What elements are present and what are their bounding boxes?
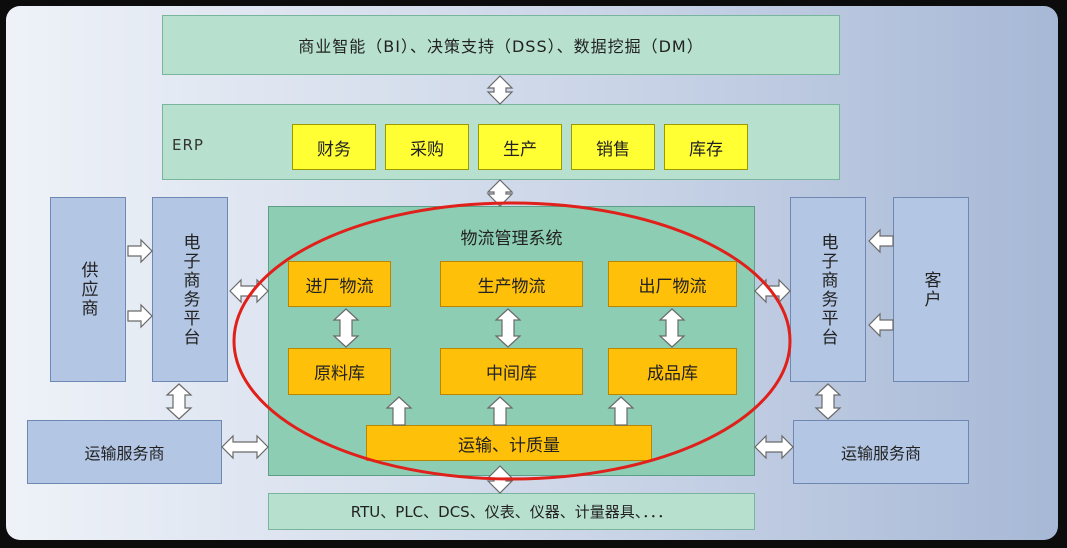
right-ecommerce-platform: 电子商务平台 (790, 197, 866, 382)
erp-module-finance: 财务 (292, 124, 376, 170)
supplier-box: 供应商 (50, 197, 126, 382)
erp-module-inventory: 库存 (664, 124, 748, 170)
production-logistics: 生产物流 (440, 261, 583, 307)
field-devices-bar: RTU、PLC、DCS、仪表、仪器、计量器具、．．． (268, 493, 755, 530)
inbound-logistics: 进厂物流 (288, 261, 391, 307)
erp-module-purchasing: 采购 (385, 124, 469, 170)
outbound-logistics: 出厂物流 (608, 261, 737, 307)
erp-module-production: 生产 (478, 124, 562, 170)
left-transport-provider: 运输服务商 (27, 420, 222, 484)
transport-and-metering: 运输、计质量 (366, 425, 652, 461)
intermediate-store: 中间库 (440, 348, 583, 395)
raw-material-store: 原料库 (288, 348, 391, 395)
logistics-system-title: 物流管理系统 (460, 229, 563, 249)
right-transport-provider: 运输服务商 (793, 420, 969, 484)
customer-box: 客户 (893, 197, 969, 382)
bi-dss-dm-bar: 商业智能（BI）、决策支持（DSS）、数据挖掘（DM） (162, 15, 840, 75)
erp-label: ERP (172, 136, 204, 154)
erp-module-sales: 销售 (571, 124, 655, 170)
left-ecommerce-platform: 电子商务平台 (152, 197, 228, 382)
finished-goods-store: 成品库 (608, 348, 737, 395)
